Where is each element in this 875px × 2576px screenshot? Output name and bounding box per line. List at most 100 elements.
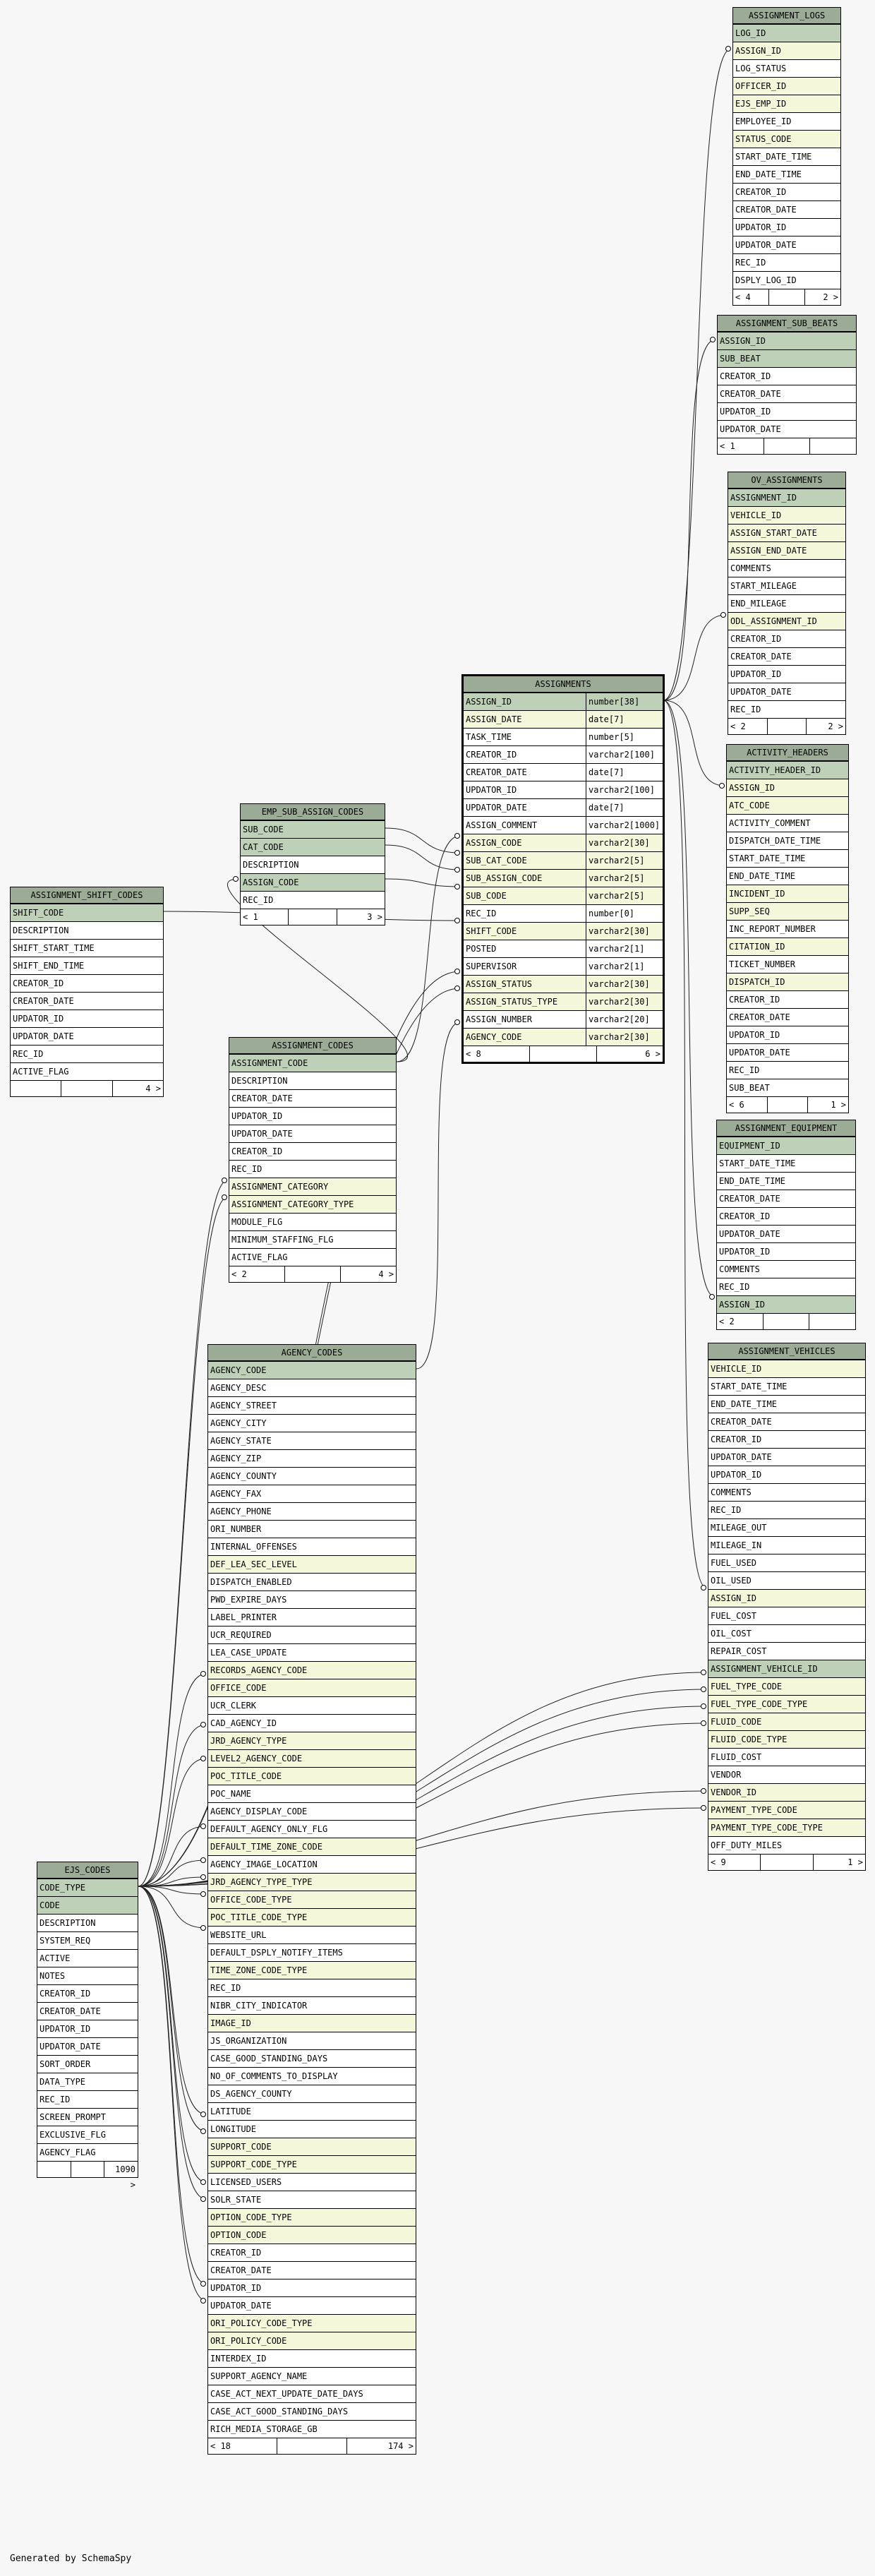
column-row[interactable]: POC_TITLE_CODE_TYPE bbox=[208, 1908, 416, 1926]
column-row[interactable]: POC_TITLE_CODE bbox=[208, 1767, 416, 1785]
column-row[interactable]: ATC_CODE bbox=[727, 796, 848, 814]
column-row[interactable]: START_MILEAGE bbox=[728, 577, 845, 594]
column-row[interactable]: DEF_LEA_SEC_LEVEL bbox=[208, 1555, 416, 1573]
column-row[interactable]: FLUID_CODE_TYPE bbox=[708, 1730, 865, 1748]
column-row[interactable]: ORI_NUMBER bbox=[208, 1520, 416, 1538]
column-row[interactable]: SUPPORT_CODE bbox=[208, 2138, 416, 2155]
column-row[interactable]: AGENCY_CITY bbox=[208, 1414, 416, 1432]
column-row[interactable]: EQUIPMENT_ID bbox=[717, 1137, 855, 1154]
column-row[interactable]: ASSIGN_ID bbox=[718, 332, 856, 349]
column-row[interactable]: CREATOR_DATE bbox=[11, 992, 163, 1010]
column-row[interactable]: SUB_BEAT bbox=[727, 1079, 848, 1096]
column-row[interactable]: SUPPORT_CODE_TYPE bbox=[208, 2155, 416, 2173]
column-row[interactable]: CREATOR_ID bbox=[37, 1984, 138, 2002]
column-row[interactable]: DESCRIPTION bbox=[229, 1072, 396, 1089]
column-row[interactable]: AGENCY_STREET bbox=[208, 1396, 416, 1414]
column-row[interactable]: ODL_ASSIGNMENT_ID bbox=[728, 612, 845, 630]
column-row[interactable]: ASSIGNMENT_CATEGORY bbox=[229, 1178, 396, 1195]
column-row[interactable]: UPDATOR_DATE bbox=[11, 1027, 163, 1045]
column-row[interactable]: SUPP_SEQ bbox=[727, 902, 848, 920]
column-row[interactable]: REC_ID bbox=[229, 1160, 396, 1178]
column-row[interactable]: SOLR_STATE bbox=[208, 2191, 416, 2208]
column-row[interactable]: JS_ORGANIZATION bbox=[208, 2032, 416, 2049]
column-row[interactable]: OFFICER_ID bbox=[733, 77, 840, 95]
column-row[interactable]: VENDOR_ID bbox=[708, 1783, 865, 1801]
column-row[interactable]: DESCRIPTION bbox=[11, 921, 163, 939]
column-row[interactable]: DESCRIPTION bbox=[241, 856, 385, 873]
column-row[interactable]: SHIFT_END_TIME bbox=[11, 957, 163, 974]
column-row[interactable]: UPDATOR_ID bbox=[37, 2020, 138, 2037]
column-row[interactable]: REC_ID bbox=[728, 700, 845, 718]
column-row[interactable]: ACTIVITY_COMMENT bbox=[727, 814, 848, 832]
column-row[interactable]: LOG_STATUS bbox=[733, 59, 840, 77]
column-row[interactable]: UPDATOR_ID bbox=[718, 402, 856, 420]
column-row[interactable]: CASE_ACT_GOOD_STANDING_DAYS bbox=[208, 2402, 416, 2420]
column-row[interactable]: UCR_CLERK bbox=[208, 1696, 416, 1714]
column-row[interactable]: SUPPORT_AGENCY_NAME bbox=[208, 2367, 416, 2385]
column-row[interactable]: DISPATCH_ENABLED bbox=[208, 1573, 416, 1590]
column-row[interactable]: FLUID_COST bbox=[708, 1748, 865, 1766]
column-row[interactable]: LONGITUDE bbox=[208, 2120, 416, 2138]
column-row[interactable]: RICH_MEDIA_STORAGE_GB bbox=[208, 2420, 416, 2438]
column-row[interactable]: EXCLUSIVE_FLG bbox=[37, 2126, 138, 2143]
column-row[interactable]: MODULE_FLG bbox=[229, 1213, 396, 1230]
column-row[interactable]: DS_AGENCY_COUNTY bbox=[208, 2085, 416, 2102]
column-row[interactable]: SUB_CODE bbox=[241, 820, 385, 838]
column-row[interactable]: UPDATOR_DATE bbox=[728, 683, 845, 700]
column-row[interactable]: OFF_DUTY_MILES bbox=[708, 1836, 865, 1854]
column-row[interactable]: MINIMUM_STAFFING_FLG bbox=[229, 1230, 396, 1248]
column-row[interactable]: REC_ID bbox=[727, 1061, 848, 1079]
column-row[interactable]: LABEL_PRINTER bbox=[208, 1608, 416, 1626]
column-row[interactable]: JRD_AGENCY_TYPE bbox=[208, 1732, 416, 1749]
column-row[interactable]: VEHICLE_ID bbox=[728, 506, 845, 524]
column-row[interactable]: ASSIGNMENT_CATEGORY_TYPE bbox=[229, 1195, 396, 1213]
column-row[interactable]: ORI_POLICY_CODE bbox=[208, 2332, 416, 2349]
column-row[interactable]: CAT_CODE bbox=[241, 838, 385, 856]
column-row[interactable]: PAYMENT_TYPE_CODE bbox=[708, 1801, 865, 1819]
column-row[interactable]: INTERDEX_ID bbox=[208, 2349, 416, 2367]
column-row[interactable]: AGENCY_FAX bbox=[208, 1485, 416, 1502]
column-row[interactable]: DISPATCH_ID bbox=[727, 973, 848, 990]
column-row[interactable]: DATA_TYPE bbox=[37, 2073, 138, 2090]
column-row[interactable]: CREATOR_ID bbox=[718, 367, 856, 385]
column-row[interactable]: LEVEL2_AGENCY_CODE bbox=[208, 1749, 416, 1767]
column-row[interactable]: AGENCY_DISPLAY_CODE bbox=[208, 1802, 416, 1820]
column-row[interactable]: SHIFT_CODE bbox=[11, 904, 163, 921]
column-row[interactable]: ACTIVITY_HEADER_ID bbox=[727, 761, 848, 779]
column-row[interactable]: UPDATOR_DATE bbox=[708, 1448, 865, 1466]
column-row[interactable]: UPDATOR_ID bbox=[717, 1242, 855, 1260]
column-row[interactable]: CREATOR_DATE bbox=[728, 647, 845, 665]
column-row[interactable]: OIL_COST bbox=[708, 1624, 865, 1642]
column-row[interactable]: LOG_ID bbox=[733, 24, 840, 42]
column-row[interactable]: ASSIGN_ID bbox=[717, 1295, 855, 1313]
column-row[interactable]: UPDATOR_DATE bbox=[727, 1043, 848, 1061]
column-row[interactable]: INCIDENT_ID bbox=[727, 885, 848, 902]
column-row[interactable]: CREATOR_ID bbox=[208, 2243, 416, 2261]
column-row[interactable]: NOTES bbox=[37, 1967, 138, 1984]
column-row[interactable]: POC_NAME bbox=[208, 1785, 416, 1802]
column-row[interactable]: UPDATOR_ID bbox=[727, 1026, 848, 1043]
column-row[interactable]: COMMENTS bbox=[728, 559, 845, 577]
column-row[interactable]: FUEL_USED bbox=[708, 1554, 865, 1571]
column-row[interactable]: REC_ID bbox=[733, 253, 840, 271]
column-row[interactable]: OIL_USED bbox=[708, 1571, 865, 1589]
column-row[interactable]: CREATOR_DATE bbox=[229, 1089, 396, 1107]
column-row[interactable]: CREATOR_DATE bbox=[727, 1008, 848, 1026]
column-row[interactable]: INTERNAL_OFFENSES bbox=[208, 1538, 416, 1555]
column-row[interactable]: CREATOR_ID bbox=[727, 990, 848, 1008]
column-row[interactable]: UPDATOR_DATE bbox=[717, 1225, 855, 1242]
